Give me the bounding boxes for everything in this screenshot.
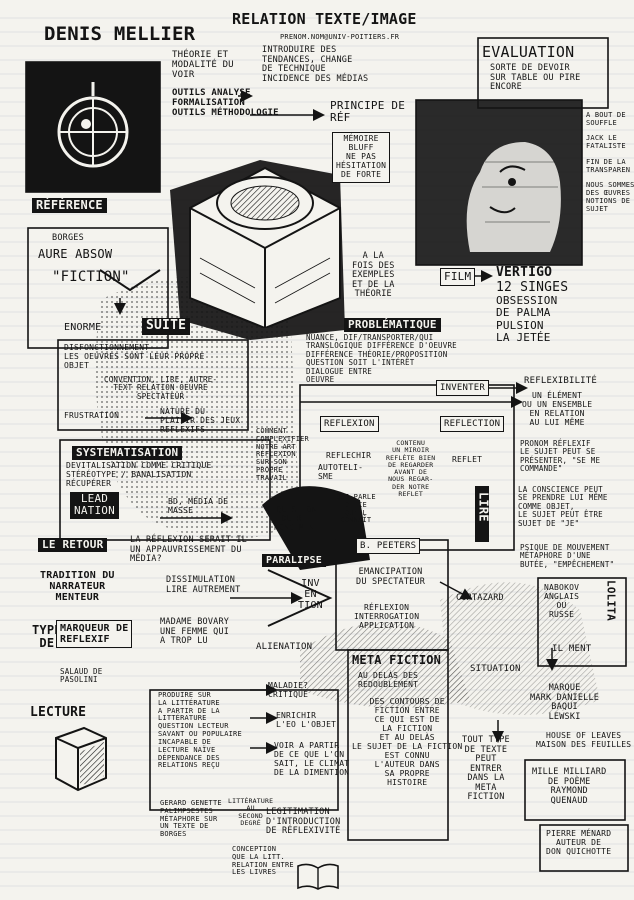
retour-title: LE RETOUR: [38, 538, 108, 553]
marqueur-reflexif: MARQUEUR DE REFLEXIF: [56, 620, 133, 649]
psique-text: PSIQUE DE MOUVEMENT MÉTAPHORE D'UNE BUTÉ…: [520, 543, 615, 569]
portrait-icon: [466, 142, 561, 252]
film-item: VERTIGO: [496, 265, 553, 280]
il-ment-label: IL MENT: [552, 644, 592, 654]
systematisation-title: SYSTEMATISATION: [72, 446, 183, 461]
convention-text: CONVENTION, LIRE, AUTRE- TEXT RELATION O…: [104, 375, 218, 401]
reflexion-label: REFLEXION: [320, 416, 379, 433]
problematique-title: PROBLÉMATIQUE: [344, 318, 441, 333]
metafiction-title: META FICTION: [352, 653, 442, 667]
conception-text: CONCEPTION QUE LA LITT. RELATION ENTRE L…: [232, 845, 294, 877]
memoire-box: MÉMOIRE BLUFF NE PAS HÉSITATION DE FORTE: [332, 132, 391, 183]
borges-label: BORGES: [52, 233, 84, 243]
page-title: RELATION TEXTE/IMAGE: [232, 10, 417, 28]
metafiction-sub: AU DELÀS DES REDOUBLEMENT: [358, 671, 419, 689]
tout-type-text: TOUT TYPE DE TEXTE PEUT ENTRER DANS LA M…: [462, 735, 510, 803]
author-email: PRENOM.NOM@UNIV-POITIERS.FR: [280, 33, 400, 41]
maladie-critique: MALADIE? CRITIQUE: [268, 681, 309, 699]
film-item: OBSESSION DE PALMA: [496, 294, 558, 320]
lecture-label: LECTURE: [30, 705, 87, 720]
pierre-menard: PIERRE MÉNARD AUTEUR DE DON QUICHOTTE: [546, 829, 612, 856]
introduire-tendances: INTRODUIRE DES TENDANCES, CHANGE DE TECH…: [262, 45, 369, 84]
suite-label: SUITE: [142, 318, 191, 335]
systematisation-text: DEVITALISATION COMME CRITIQUE STÉRÉOTYPE…: [66, 461, 212, 488]
tradition-title: TRADITION DU NARRATEUR MENTEUR: [40, 570, 115, 604]
conscience-text: LA CONSCIENCE PEUT SE PRENDRE LUI MÊME C…: [518, 485, 608, 528]
exemples-theorie: A LA FOIS DES EXEMPLES ET DE LA THÉORIE: [352, 251, 395, 300]
peeters-reflexion: RÉFLEXION INTERROGATION APPLICATION: [354, 603, 420, 630]
dissimulation-text: DISSIMULATION LIRE AUTREMENT: [166, 575, 241, 595]
marque-danielle: MARQUE MARK DANIELLE BAQUI LEWSKI: [530, 683, 600, 722]
type-de-label: TYPE DE: [32, 623, 62, 651]
nabokov-text: NABOKOV ANGLAIS OU RUSSE: [544, 583, 580, 619]
lire-label: LIRE: [476, 492, 491, 522]
pronom-reflexif: PRONOM RÉFLEXIF LE SUJET PEUT SE PRÉSENT…: [520, 439, 601, 474]
disfonction-text: DISFONCTIONNEMENT LES OEUVRES SONT LEUR …: [64, 343, 205, 370]
evaluation-title: EVALUATION: [482, 43, 575, 61]
autotelisme-label: AUTOTELI- SME: [318, 463, 364, 481]
reference-title: RÉFÉRENCE: [32, 198, 107, 214]
miroir-text: CONTENU UN MIROIR REFLÈTE BIEN DE REGARD…: [386, 439, 436, 498]
problematique-text: NUANCE, DIF/TRANSPORTER/QUI TRANSLOGIQUE…: [306, 333, 457, 384]
evaluation-desc: SORTE DE DEVOIR SUR TABLE OU PIRE ENCORE: [490, 63, 581, 93]
paralipse-label: PARALIPSE: [262, 554, 326, 568]
film-list: VERTIGO 12 SINGES OBSESSION DE PALMA PUL…: [496, 265, 596, 345]
cortazar-label: CORTAZARD: [456, 593, 504, 603]
outils-analyse: OUTILS ANALYSE FORMALISATION OUTILS MÉTH…: [172, 88, 279, 119]
film-item: LA JETÉE: [496, 331, 551, 345]
question-renoncement: QUESTION DU RE- NONCEMENT: [274, 505, 320, 532]
book-icon: [297, 863, 339, 890]
enorme-label: ENORME: [64, 322, 102, 333]
house-of-leaves: HOUSE OF LEAVES MAISON DES FEUILLES: [536, 731, 632, 749]
lolita-label: LOLITA: [604, 580, 618, 621]
film-label: FILM: [440, 268, 476, 287]
litterature-second-degre: LITTÉRATURE AU SECOND DEGRÉ: [228, 797, 274, 827]
media-masse: BD, MÉDIA DE MASSE: [168, 497, 229, 515]
reflexivite-title: REFLEXIBILITÉ: [524, 376, 598, 386]
situation-label: SITUATION: [470, 664, 521, 674]
comment-complexifier: COMMENT COMPLEXIFIER NOTRE ART RÉFLEXION…: [256, 427, 309, 482]
inventer-label: INVENTER: [436, 380, 489, 397]
peeters-text: EMANCIPATION DU SPECTATEUR: [356, 567, 426, 587]
theorie-modalite: THÉORIE ET MODALITÉ DU VOIR: [172, 50, 234, 81]
reflechir-label: REFLECHIR: [326, 451, 372, 460]
mille-milliard: MILLE MILLIARD DE POÈME RAYMOND QUENAUD: [532, 767, 607, 806]
film-item: PULSION: [496, 318, 544, 332]
invention-label: INV EN TION: [298, 578, 323, 612]
reflexivite-text: UN ÉLÉMENT OU UN ENSEMBLE EN RELATION AU…: [522, 391, 593, 427]
frustration-label: FRUSTRATION: [64, 411, 120, 420]
right-column-notes: A BOUT DE SOUFFLE JACK LE FATALISTE FIN …: [586, 111, 634, 213]
box-icon: [189, 166, 341, 328]
reflet-label: REFLET: [452, 455, 483, 464]
author-name: DENIS MELLIER: [44, 23, 196, 45]
aure-absow-label: AURE ABSOW: [38, 247, 113, 261]
cube-icon: [55, 726, 107, 792]
voir-partir-text: VOIR A PARTIR DE CE QUE L'ON SAIT, LE CL…: [274, 741, 350, 777]
alienation-label: ALIENATION: [256, 642, 313, 652]
peeters-title: B. PEETERS: [356, 538, 421, 555]
legitimation-text: LEGITIMATION D'INTRODUCTION DE RÉFLEXIVI…: [266, 807, 341, 837]
lead-nation-label: LEAD NATION: [70, 492, 119, 519]
reflection-label: REFLECTION: [440, 416, 505, 433]
salaud-pasolini: SALAUD DE PASOLINI: [60, 667, 103, 685]
madame-bovary-text: MADAME BOVARY UNE FEMME QUI A TROP LU: [160, 617, 230, 647]
enrichir-objet: ENRICHIR L'EO L'OBJET: [276, 711, 337, 729]
principe-ref: PRINCIPE DE RÉF: [330, 99, 406, 125]
lamp-icon: [57, 82, 129, 168]
film-item: 12 SINGES: [496, 279, 569, 295]
genette-palimpsestes: GERARD GENETTE PALIMPSESTES MÉTAPHORE SU…: [160, 799, 222, 839]
metafiction-text: DES CONTOURS DE FICTION ENTRE CE QUI EST…: [352, 697, 463, 787]
retour-text: LA RÉFLEXION SERAIT-IL UN APPAUVRISSEMEN…: [130, 535, 247, 565]
qui-parle-text: QUI PARLE DE CE QU'IL CONNAÎT: [336, 493, 376, 525]
produire-litterature: PRODUIRE SUR LA LITTÉRATURE A PARTIR DE …: [158, 691, 242, 770]
fiction-label: "FICTION": [52, 269, 130, 285]
nature-plaisir: NATURE DU PLAISIR DES JEUX REFLEXIFS: [160, 407, 241, 434]
